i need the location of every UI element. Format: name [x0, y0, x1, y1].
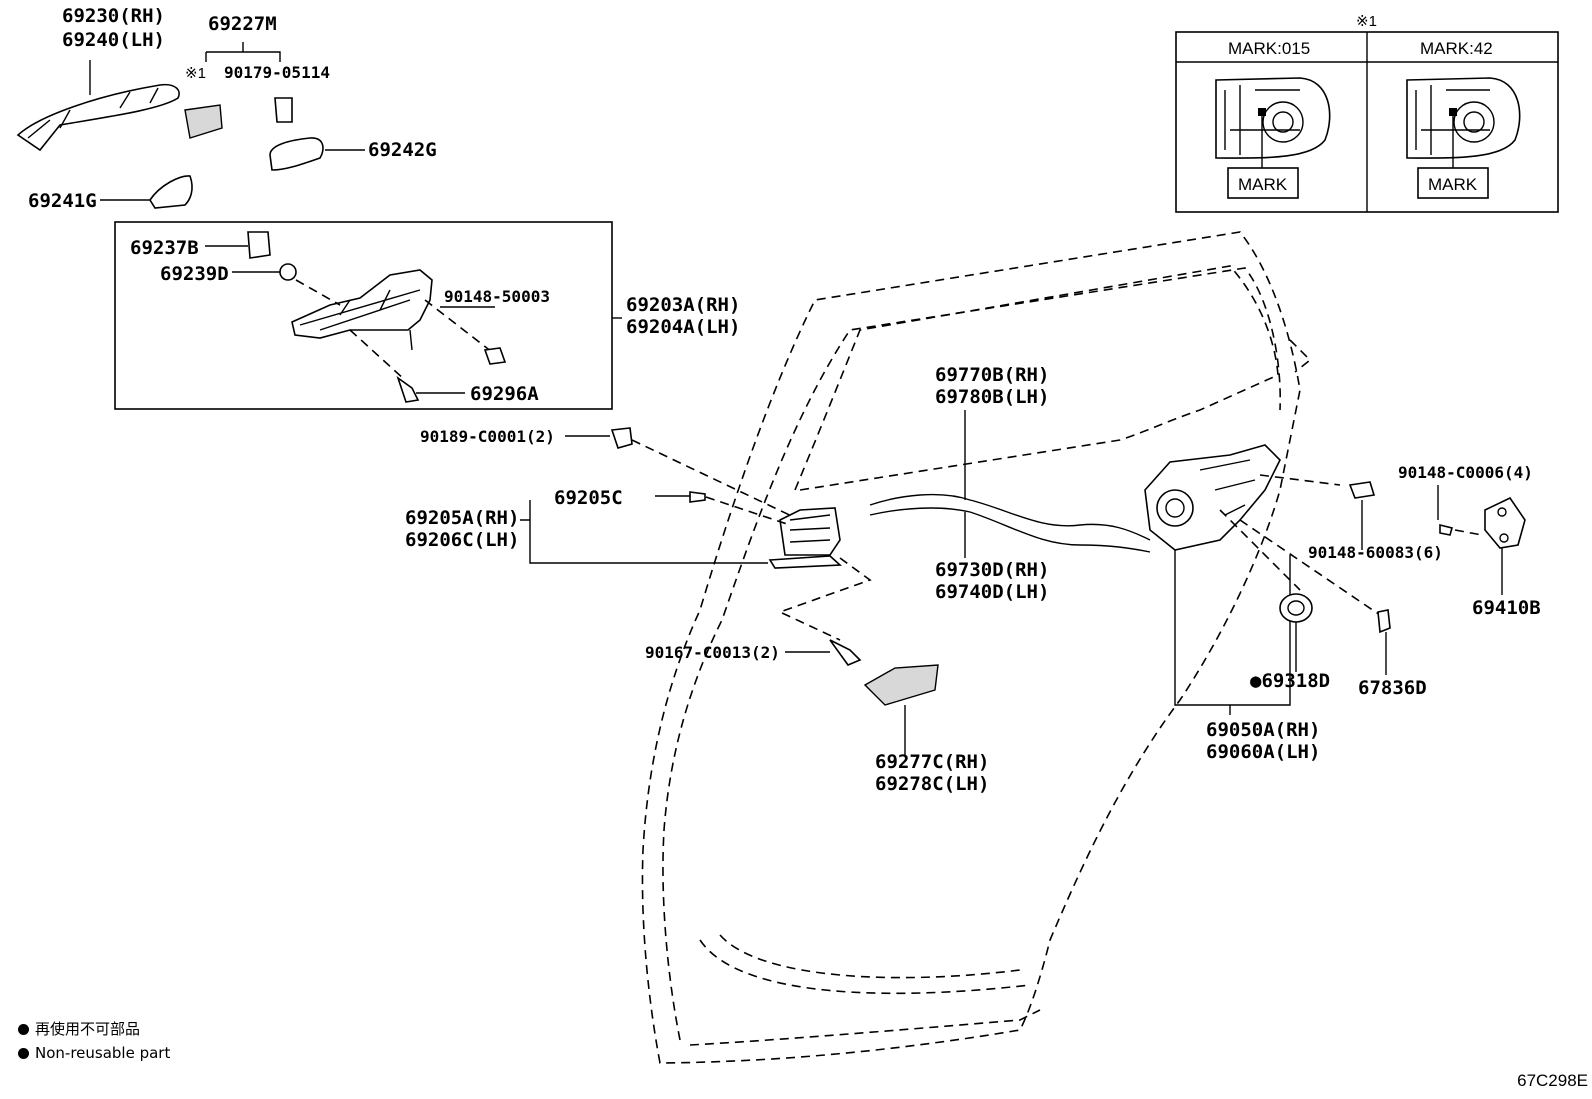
legend-line-jp: 再使用不可部品 — [18, 1018, 140, 1039]
gasket-69241G — [100, 175, 193, 209]
label-69770B: 69770B(RH) — [935, 364, 1049, 386]
gasket-69242G — [269, 137, 365, 171]
inset-callout-015: MARK — [1238, 175, 1288, 194]
label-90189: 90189-C0001(2) — [420, 427, 555, 446]
label-69277C: 69277C(RH) — [875, 751, 989, 773]
label-90148-C0006: 90148-C0006(4) — [1398, 463, 1533, 482]
inset-cap-015 — [1215, 77, 1331, 199]
bullet-icon — [18, 1024, 29, 1035]
inset-callout-42: MARK — [1428, 175, 1478, 194]
label-90167: 90167-C0013(2) — [645, 643, 780, 662]
label-69203A: 69203A(RH) — [626, 294, 740, 316]
frame-assy-box — [114, 221, 613, 410]
label-69204A: 69204A(LH) — [626, 316, 740, 338]
seal-69318D — [1279, 593, 1313, 672]
screw-90167 — [785, 639, 862, 666]
label-69730D: 69730D(RH) — [935, 559, 1049, 581]
label-note-mark: ※1 — [185, 65, 206, 82]
inset-cap-42 — [1406, 77, 1521, 199]
outside-handle-69230 — [16, 60, 180, 152]
label-90148-50003: 90148-50003 — [444, 287, 550, 306]
legend-line-en: Non-reusable part — [18, 1044, 170, 1062]
label-69050A: 69050A(RH) — [1206, 719, 1320, 741]
label-69206C: 69206C(LH) — [405, 529, 519, 551]
bullet-icon — [18, 1048, 29, 1059]
label-69205C: 69205C — [554, 487, 623, 509]
handle-cap-69227M — [184, 42, 293, 139]
label-69318D: ●69318D — [1250, 670, 1330, 692]
document-id: 67C298E — [1517, 1071, 1588, 1090]
legend-text-jp: 再使用不可部品 — [35, 1020, 141, 1038]
label-69230: 69230(RH) — [62, 5, 165, 27]
cover-69277C — [863, 664, 939, 755]
label-69241G: 69241G — [28, 190, 97, 212]
clip-67836D — [1377, 609, 1391, 675]
handle-frame-69203A — [205, 231, 622, 403]
inset-note-mark: ※1 — [1356, 13, 1377, 30]
label-69242G: 69242G — [368, 139, 437, 161]
label-69410B: 69410B — [1472, 597, 1541, 619]
label-69780B: 69780B(LH) — [935, 386, 1049, 408]
door-lock-69050A — [1144, 444, 1381, 715]
label-69296A: 69296A — [470, 383, 539, 405]
screw-90148-C0006 — [1348, 481, 1483, 550]
door-outline — [641, 231, 1312, 1064]
label-69240: 69240(LH) — [62, 29, 165, 51]
mark-inset-table — [1175, 31, 1559, 213]
label-90179: 90179-05114 — [224, 63, 330, 82]
label-69227M: 69227M — [208, 13, 277, 35]
label-69239D: 69239D — [160, 263, 229, 285]
legend-text-en: Non-reusable part — [35, 1044, 171, 1062]
inset-header-42: MARK:42 — [1420, 39, 1493, 58]
label-69060A: 69060A(LH) — [1206, 741, 1320, 763]
striker-69410B — [1484, 496, 1526, 595]
label-69237B: 69237B — [130, 237, 199, 259]
inside-handle-69205A — [520, 491, 872, 641]
label-67836D: 67836D — [1358, 677, 1427, 699]
inset-header-015: MARK:015 — [1228, 39, 1310, 58]
label-69740D: 69740D(LH) — [935, 581, 1049, 603]
label-90148-60083: 90148-60083(6) — [1308, 543, 1443, 562]
label-69278C: 69278C(LH) — [875, 773, 989, 795]
clip-90189 — [565, 427, 801, 521]
label-69205A: 69205A(RH) — [405, 507, 519, 529]
cable-69770B — [869, 410, 1151, 558]
